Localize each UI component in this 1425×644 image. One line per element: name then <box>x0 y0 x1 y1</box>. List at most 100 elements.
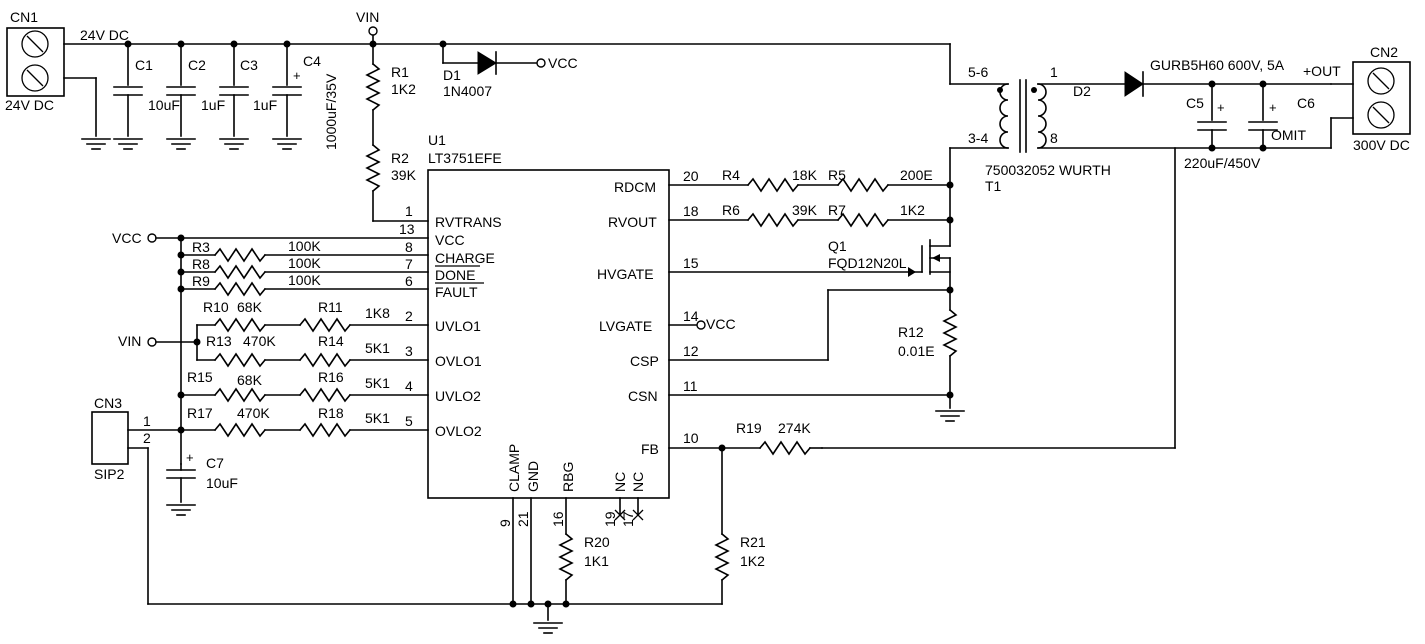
u1-pin-num-5: 5 <box>405 413 413 429</box>
r19-ref: R19 <box>736 420 762 436</box>
u1-pin-csn: CSN <box>628 388 658 404</box>
c7-polarity: + <box>186 450 194 465</box>
t1-ref: T1 <box>985 178 1002 194</box>
r9-ref: R9 <box>192 273 210 289</box>
resistor-r10: R10 68K <box>196 299 301 333</box>
c2-value: 10uF <box>148 97 180 113</box>
r21-value: 1K2 <box>740 553 765 569</box>
cn3-pin2: 2 <box>143 430 151 446</box>
r12-ref: R12 <box>898 324 924 340</box>
lvgate-vcc: VCC <box>668 316 736 332</box>
u1-pin-num-14: 14 <box>683 308 699 324</box>
r11-ref: R11 <box>318 299 343 315</box>
r15-value: 68K <box>237 372 263 388</box>
c4-value: 1000uF/35V <box>323 73 339 150</box>
capacitor-c4: + C4 1000uF/35V <box>272 43 339 150</box>
r7-ref: R7 <box>828 202 846 218</box>
resistor-r13: R13 470K <box>196 333 301 368</box>
r12-value: 0.01E <box>898 343 935 359</box>
vin-node: VIN <box>356 9 379 48</box>
resistor-r7: R7 1K2 <box>828 202 954 228</box>
r10-ref: R10 <box>203 299 229 315</box>
u1-pin-num-1: 1 <box>405 203 413 219</box>
lvgate-vcc-label: VCC <box>706 316 736 332</box>
cn3-label: SIP2 <box>94 466 125 482</box>
resistor-r21: R21 1K2 <box>714 447 766 605</box>
c5-polarity: + <box>1217 100 1225 115</box>
cn2-ref: CN2 <box>1370 44 1398 60</box>
r1-ref: R1 <box>391 64 409 80</box>
cn2-label: 300V DC <box>1353 137 1410 153</box>
u1-pin-num-16: 16 <box>550 511 566 527</box>
r14-ref: R14 <box>318 333 344 349</box>
t1-part: 750032052 WURTH <box>985 162 1111 178</box>
u1-pin-rbg: RBG <box>560 462 576 492</box>
d1-ref: D1 <box>443 67 461 83</box>
resistor-r1: R1 1K2 <box>365 43 416 146</box>
u1-pin-uvlo2: UVLO2 <box>435 388 481 404</box>
c6-value: OMIT <box>1271 127 1306 143</box>
u1-pin-hvgate: HVGATE <box>597 266 654 282</box>
capacitor-c3: C3 1uF 1uF <box>201 43 277 150</box>
capacitor-c7: + C7 10uF <box>166 450 238 516</box>
r17-value: 470K <box>237 405 270 421</box>
u1-pin-fb: FB <box>641 441 659 457</box>
capacitor-c6: C6 + OMIT <box>1248 80 1315 152</box>
u1-pin-ovlo2: OVLO2 <box>435 423 482 439</box>
u1-pin-rvtrans: RVTRANS <box>435 214 502 230</box>
u1-pin-done: DONE <box>435 267 475 283</box>
out-plus-label: +OUT <box>1303 63 1341 79</box>
r10-value: 68K <box>237 299 263 315</box>
d1-part: 1N4007 <box>443 83 492 99</box>
r5-value: 200E <box>900 167 933 183</box>
u1-pin-rdcm: RDCM <box>614 179 656 195</box>
r11-value: 1K8 <box>365 305 390 321</box>
u1-pin-num-18: 18 <box>683 203 699 219</box>
connector-cn3: CN3 SIP2 1 2 <box>91 395 723 605</box>
r7-value: 1K2 <box>900 202 925 218</box>
c4-ref: C4 <box>303 53 321 69</box>
resistor-r8: R8 100K <box>177 255 429 280</box>
cn3-ref: CN3 <box>94 395 122 411</box>
r13-value: 470K <box>243 333 276 349</box>
connector-cn2: CN2 300V DC <box>1330 44 1411 153</box>
q1-ref: Q1 <box>828 238 847 254</box>
resistor-r15: R15 68K <box>177 369 301 403</box>
cn1-ref: CN1 <box>10 9 38 25</box>
u1-pin-num-2: 2 <box>405 308 413 324</box>
vin-left-node: VIN <box>118 324 201 361</box>
diode-d1: VCC D1 1N4007 <box>439 40 578 99</box>
resistor-r11: R11 1K8 <box>298 299 429 333</box>
resistor-r20: R20 1K1 <box>558 532 610 605</box>
resistor-r3: R3 100K <box>177 238 429 263</box>
t1-sec-top: 1 <box>1050 64 1058 80</box>
u1-pin-num-15: 15 <box>683 255 699 271</box>
cn1-label: 24V DC <box>5 97 54 113</box>
c7-value: 10uF <box>206 475 238 491</box>
t1-pri-bot: 3-4 <box>968 130 988 146</box>
u1-pin-num-21: 21 <box>515 511 531 527</box>
c3-value: 1uF <box>201 97 225 113</box>
resistor-r17: R17 470K <box>177 405 301 438</box>
capacitor-c1: C1 <box>113 43 153 150</box>
connector-cn1: CN1 24V DC <box>5 9 65 113</box>
c5-c6-value: 220uF/450V <box>1184 155 1261 171</box>
resistor-r16: R16 5K1 <box>298 369 429 403</box>
resistor-r18: R18 5K1 <box>298 405 429 438</box>
resistor-r12: R12 0.01E <box>898 289 958 409</box>
u1-pin-num-20: 20 <box>683 168 699 184</box>
c4-polarity: + <box>293 68 301 83</box>
vin-left-label: VIN <box>118 333 141 349</box>
d1-vcc-label: VCC <box>548 55 578 71</box>
c5-ref: C5 <box>1186 95 1204 111</box>
t1-sec-bot: 8 <box>1050 130 1058 146</box>
u1-pin-num-6: 6 <box>405 273 413 289</box>
cn3-pin1: 1 <box>143 413 151 429</box>
r20-ref: R20 <box>584 534 610 550</box>
u1-pin-num-10: 10 <box>683 430 699 446</box>
u1-pin-nc1: NC <box>612 472 628 492</box>
r18-ref: R18 <box>318 405 344 421</box>
c6-polarity: + <box>1269 100 1277 115</box>
resistor-r19: R19 274K <box>736 420 823 456</box>
